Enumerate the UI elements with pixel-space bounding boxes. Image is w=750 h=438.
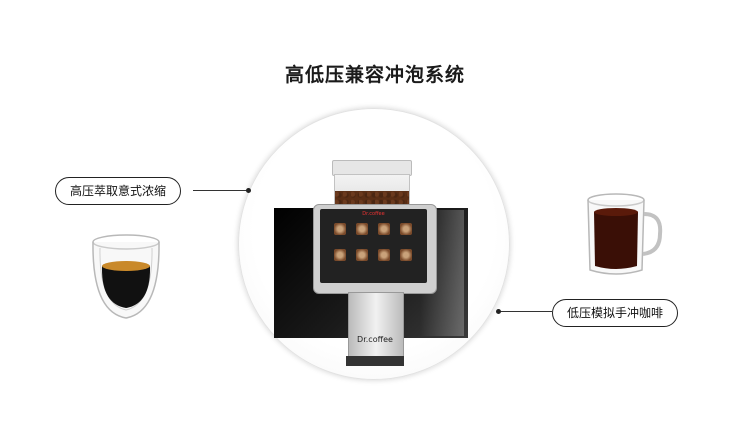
machine-base — [346, 356, 404, 366]
drink-icon — [400, 249, 412, 261]
coffee-spout — [348, 292, 404, 358]
espresso-connector-line — [193, 190, 248, 191]
espresso-glass-image — [92, 234, 160, 319]
drink-icon — [378, 249, 390, 261]
espresso-label: 高压萃取意式浓缩 — [55, 177, 182, 205]
pour-over-label: 低压模拟手冲咖啡 — [552, 299, 679, 327]
drink-icon — [356, 249, 368, 261]
screen-brand: Dr.coffee — [362, 211, 385, 217]
espresso-connector-dot — [246, 188, 251, 193]
drink-icon — [378, 223, 390, 235]
pour-over-connector-line — [498, 311, 552, 312]
filter-coffee-mug-image — [587, 193, 663, 275]
drink-icon — [334, 249, 346, 261]
drink-icon — [356, 223, 368, 235]
drink-icon — [334, 223, 346, 235]
pour-over-connector-dot — [496, 309, 501, 314]
drink-icon — [400, 223, 412, 235]
page-title: 高低压兼容冲泡系统 — [284, 64, 465, 86]
machine-brand: Dr.coffee — [357, 335, 393, 344]
touchscreen: Dr.coffee — [320, 209, 427, 283]
